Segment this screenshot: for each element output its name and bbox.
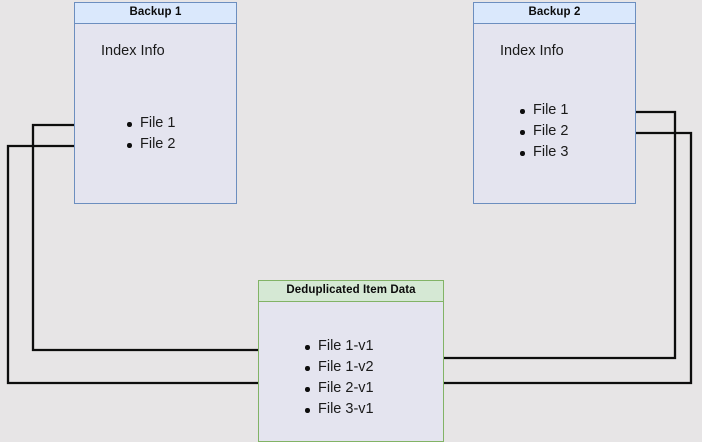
backup-2-file-list: File 1 File 2 File 3 xyxy=(518,100,568,163)
backup-1-title: Backup 1 xyxy=(75,3,236,24)
deduplicated-item-list: File 1-v1 File 1-v2 File 2-v1 File 3-v1 xyxy=(303,336,374,420)
backup-2-box[interactable]: Backup 2 Index Info xyxy=(473,2,636,204)
list-item[interactable]: File 2-v1 xyxy=(303,378,374,399)
backup-1-box[interactable]: Backup 1 Index Info xyxy=(74,2,237,204)
backup-1-file-list: File 1 File 2 xyxy=(125,113,175,155)
deduplicated-item-data-box[interactable]: Deduplicated Item Data xyxy=(258,280,444,442)
list-item[interactable]: File 1 xyxy=(518,100,568,121)
list-item[interactable]: File 3 xyxy=(518,142,568,163)
backup-2-title: Backup 2 xyxy=(474,3,635,24)
list-item[interactable]: File 1 xyxy=(125,113,175,134)
list-item[interactable]: File 1-v2 xyxy=(303,357,374,378)
list-item[interactable]: File 3-v1 xyxy=(303,399,374,420)
backup-1-caption: Index Info xyxy=(101,43,165,59)
deduplicated-item-data-title: Deduplicated Item Data xyxy=(259,281,443,302)
list-item[interactable]: File 2 xyxy=(518,121,568,142)
list-item[interactable]: File 1-v1 xyxy=(303,336,374,357)
list-item[interactable]: File 2 xyxy=(125,134,175,155)
backup-2-caption: Index Info xyxy=(500,43,564,59)
